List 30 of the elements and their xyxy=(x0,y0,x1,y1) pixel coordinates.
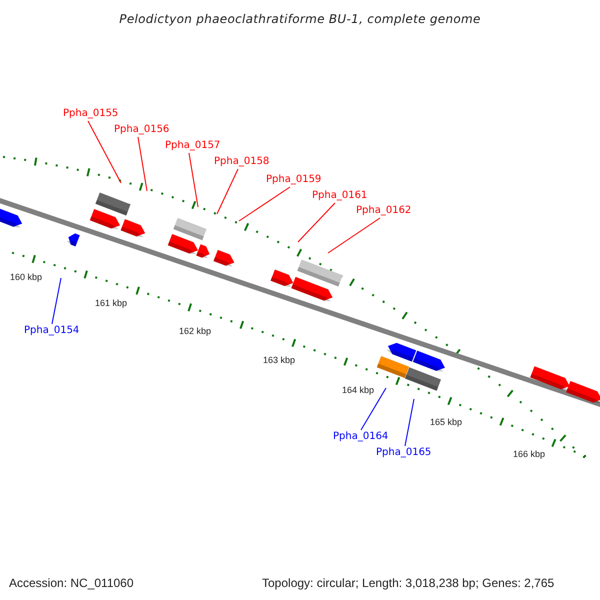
title: Pelodictyon phaeoclathratiforme BU-1, complete genome xyxy=(118,11,482,28)
leader-line xyxy=(298,202,336,242)
leader-line xyxy=(88,120,122,184)
position-label: 163 kbp xyxy=(263,354,296,367)
leader-line xyxy=(138,136,148,192)
footer-text: Accession: NC_011060 xyxy=(9,575,134,592)
gene-label: Ppha_0165 xyxy=(376,446,432,459)
position-label: 164 kbp xyxy=(342,384,374,397)
leader-line xyxy=(52,278,62,324)
gene-label: Ppha_0159 xyxy=(266,173,322,186)
gene-label: Ppha_0157 xyxy=(165,139,220,152)
gene-label: Ppha_0161 xyxy=(312,189,368,202)
position-label: 160 kbp xyxy=(10,271,42,284)
gene-label: Ppha_0162 xyxy=(356,204,412,217)
leader-line xyxy=(360,388,386,430)
position-label: 166 kbp xyxy=(513,448,546,461)
gene-label: Ppha_0156 xyxy=(114,123,170,136)
position-label: 161 kbp xyxy=(95,297,128,310)
leader-line xyxy=(404,398,414,446)
position-label: 165 kbp xyxy=(430,416,462,429)
gene-label: Ppha_0158 xyxy=(214,155,270,168)
footer-text: Topology: circular; Length: 3,018,238 bp; Genes: 2,765 xyxy=(262,575,554,592)
position-label: 162 kbp xyxy=(179,325,212,338)
leader-line xyxy=(238,186,290,222)
gene-label: Ppha_0155 xyxy=(63,107,118,120)
leader-line xyxy=(216,168,238,214)
leader-line xyxy=(188,152,198,208)
gene-label: Ppha_0154 xyxy=(24,324,80,337)
leader-line xyxy=(328,218,380,254)
gene-label: Ppha_0164 xyxy=(333,430,388,443)
